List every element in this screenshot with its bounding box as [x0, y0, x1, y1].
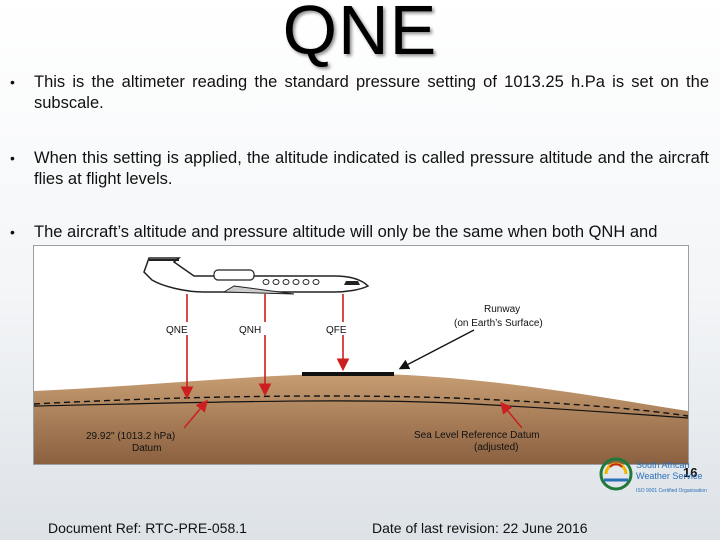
bullet-text: This is the altimeter reading the standa… — [34, 73, 709, 112]
runway-sublabel: (on Earth’s Surface) — [454, 318, 543, 329]
qne-label: QNE — [166, 325, 188, 336]
altimetry-diagram-svg: QNE QNH QFE Runway (on Earth’s Surface) … — [34, 257, 688, 464]
runway — [302, 372, 394, 376]
bullet-text: The aircraft’s altitude and pressure alt… — [34, 223, 658, 241]
saws-logo: South African Weather Service ISO 9001 C… — [598, 456, 710, 498]
sea-level-pointer-arrow — [500, 401, 523, 429]
logo-emblem-icon — [599, 457, 633, 491]
datum-label: 29.92" (1013.2 hPa) — [86, 431, 175, 442]
logo-text-line1: South African — [636, 460, 690, 470]
datum-pointer-arrow — [183, 399, 208, 429]
revision-date: Date of last revision: 22 June 2016 — [372, 520, 588, 536]
qnh-label: QNH — [239, 325, 261, 336]
document-reference: Document Ref: RTC-PRE-058.1 — [48, 520, 247, 536]
page-number: 16 — [683, 465, 698, 480]
altimetry-diagram: QNE QNH QFE Runway (on Earth’s Surface) … — [33, 245, 689, 465]
sea-level-label: Sea Level Reference Datum — [414, 430, 540, 441]
runway-label: Runway — [484, 304, 520, 315]
logo-text-line3: ISO 9001 Certified Organisation — [636, 488, 707, 494]
datum-sublabel: Datum — [132, 443, 161, 454]
bullet-marker: • — [10, 74, 15, 90]
earth-surface — [34, 373, 688, 464]
runway-pointer-arrow — [398, 329, 475, 370]
bullet-marker: • — [10, 150, 15, 166]
standard-datum-line — [34, 395, 688, 417]
bullet-marker: • — [10, 224, 15, 240]
logo-text-line2: Weather Service — [636, 471, 702, 481]
slide-title: QNE — [282, 0, 438, 69]
qfe-label: QFE — [326, 325, 347, 336]
sea-level-sublabel: (adjusted) — [474, 442, 518, 453]
aircraft-icon — [143, 257, 370, 295]
sea-level-datum-line — [34, 400, 688, 419]
bullet-text: When this setting is applied, the altitu… — [34, 149, 709, 188]
